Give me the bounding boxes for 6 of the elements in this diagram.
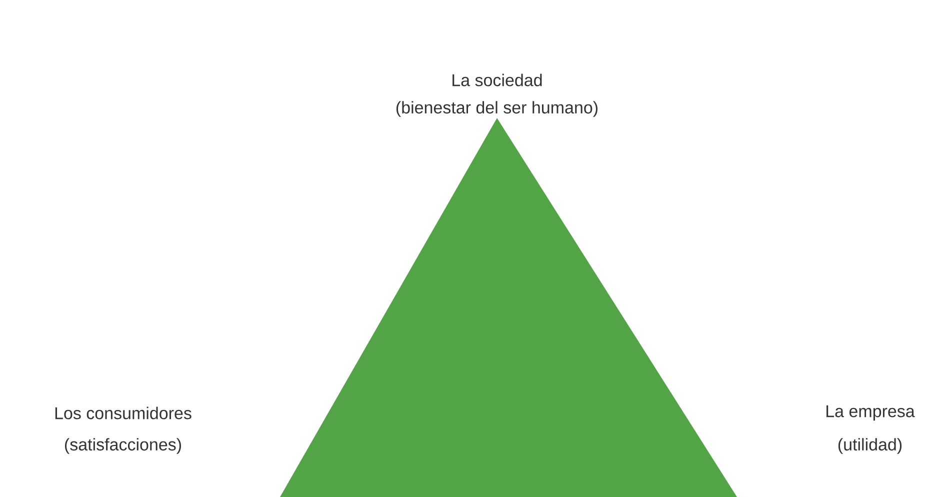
vertex-label: (utilidad) — [838, 438, 902, 454]
triangle — [280, 118, 737, 497]
vertex-label: La sociedad — [452, 74, 542, 86]
vertex-label: Los consumidores — [55, 406, 192, 420]
vertex-label: La empresa — [826, 405, 915, 421]
vertex-label: (satisfacciones) — [65, 438, 181, 454]
